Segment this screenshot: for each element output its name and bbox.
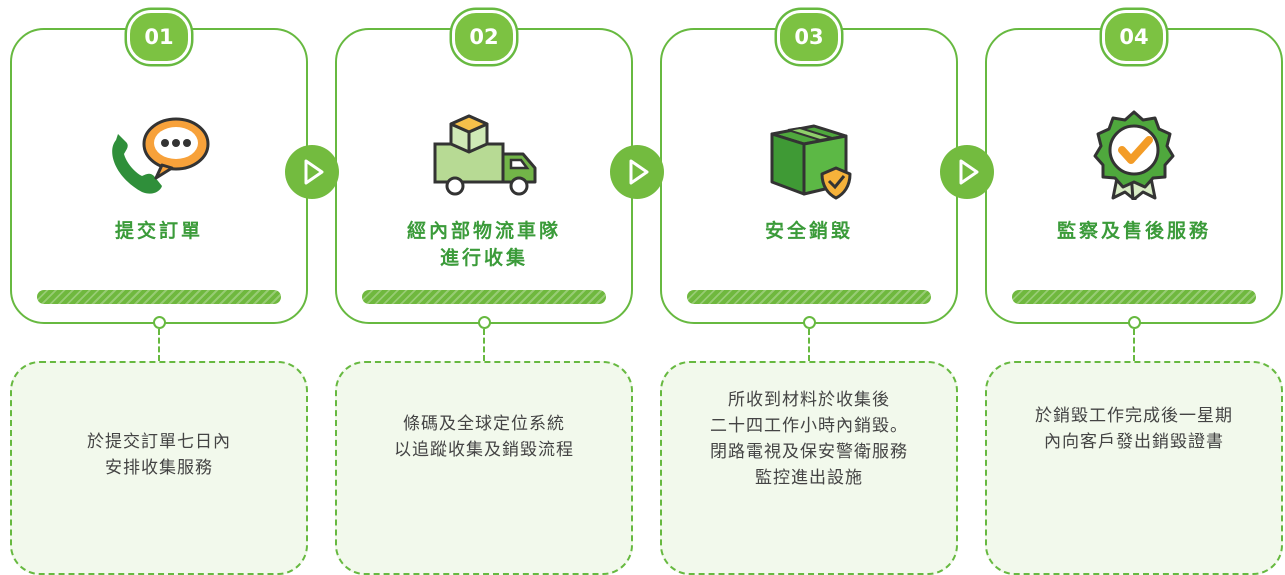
description-line: 閉路電視及保安警衛服務	[710, 442, 908, 462]
progress-bar	[687, 290, 931, 304]
description-line: 內向客戶發出銷毀證書	[1044, 432, 1224, 452]
connector-dot	[803, 316, 816, 329]
step-description-box: 於提交訂單七日內 安排收集服務	[10, 361, 308, 575]
connector-dot	[478, 316, 491, 329]
connector-dot	[1128, 316, 1141, 329]
description-line: 於提交訂單七日內	[87, 432, 231, 452]
connector-line	[483, 329, 485, 361]
step-title-line: 提交訂單	[114, 220, 203, 242]
connector-line	[1133, 329, 1135, 361]
description-line: 所收到材料於收集後	[728, 390, 890, 410]
next-arrow-icon	[285, 145, 339, 199]
step-number-badge: 03	[777, 10, 841, 64]
connector-dot	[153, 316, 166, 329]
connector-line	[158, 329, 160, 361]
description-line: 安排收集服務	[105, 458, 213, 478]
step-description-box: 條碼及全球定位系統 以追蹤收集及銷毀流程	[335, 361, 633, 575]
step-title: 監察及售後服務	[987, 218, 1281, 245]
step-description: 條碼及全球定位系統 以追蹤收集及銷毀流程	[347, 411, 621, 463]
progress-bar	[1012, 290, 1256, 304]
step-card-1: 01 提交訂單	[10, 10, 308, 324]
step-description-box: 所收到材料於收集後 二十四工作小時內銷毀。 閉路電視及保安警衛服務 監控進出設施	[660, 361, 958, 575]
step-title-line: 進行收集	[439, 247, 528, 269]
description-line: 以追蹤收集及銷毀流程	[394, 440, 574, 460]
progress-bar	[37, 290, 281, 304]
step-card-3: 03 安全銷毀	[660, 10, 958, 324]
next-arrow-icon	[610, 145, 664, 199]
step-number-badge: 01	[127, 10, 191, 64]
description-line: 監控進出設施	[755, 468, 863, 488]
step-description-box: 於銷毀工作完成後一星期 內向客戶發出銷毀證書	[985, 361, 1283, 575]
step-title-line: 安全銷毀	[764, 220, 853, 242]
step-description: 於提交訂單七日內 安排收集服務	[22, 429, 296, 481]
step-title: 經內部物流車隊 進行收集	[337, 218, 631, 272]
step-card-4: 04 監察及售後服務	[985, 10, 1283, 324]
certificate-badge-icon	[1079, 110, 1189, 202]
step-number-badge: 04	[1102, 10, 1166, 64]
progress-bar	[362, 290, 606, 304]
connector-line	[808, 329, 810, 361]
step-title-line: 經內部物流車隊	[406, 220, 561, 242]
step-title-line: 監察及售後服務	[1056, 220, 1211, 242]
description-line: 於銷毀工作完成後一星期	[1035, 406, 1233, 426]
description-line: 條碼及全球定位系統	[403, 414, 565, 434]
step-number-badge: 02	[452, 10, 516, 64]
phone-chat-icon	[104, 110, 214, 200]
delivery-truck-icon	[429, 110, 539, 200]
description-line: 二十四工作小時內銷毀。	[710, 416, 908, 436]
step-description: 所收到材料於收集後 二十四工作小時內銷毀。 閉路電視及保安警衛服務 監控進出設施	[672, 387, 946, 491]
step-card-2: 02 經內部物流車隊 進行收集	[335, 10, 633, 324]
next-arrow-icon	[940, 145, 994, 199]
step-description: 於銷毀工作完成後一星期 內向客戶發出銷毀證書	[997, 403, 1271, 455]
secure-box-icon	[754, 110, 864, 200]
step-title: 安全銷毀	[662, 218, 956, 245]
step-title: 提交訂單	[12, 218, 306, 245]
